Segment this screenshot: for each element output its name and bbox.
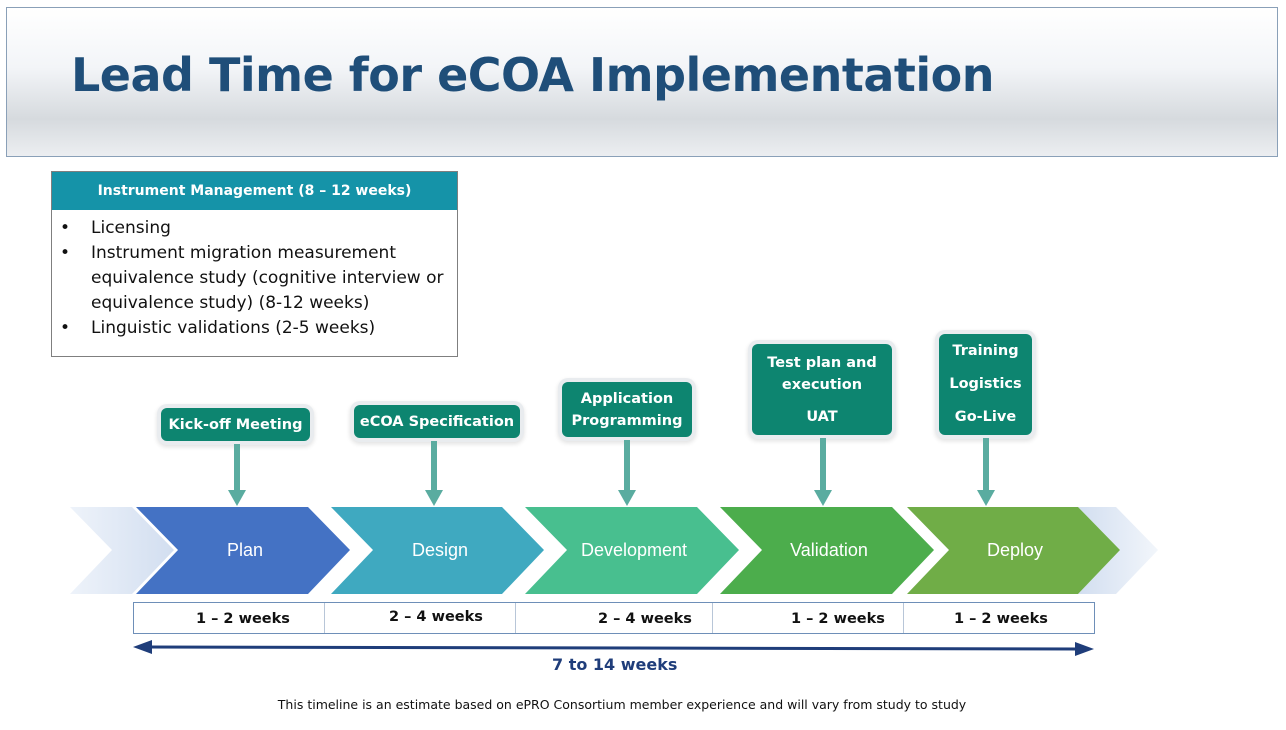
arrowhead-plan [228,490,246,506]
callout-ecoa-specification: eCOA Specification [354,405,520,438]
arrowhead-validation [814,490,832,506]
total-duration-arrow-right [1075,642,1094,656]
duration-cell: 1 – 2 weeks [904,603,1094,633]
callout-label: Logistics [949,376,1022,392]
duration-cell: 2 – 4 weeks [516,603,713,633]
callout-test-plan: Test plan and execution UAT [752,344,892,435]
connector-design [431,441,437,490]
duration-plan: 1 – 2 weeks [196,611,290,627]
connector-deploy [983,438,989,490]
instrument-management-header: Instrument Management (8 – 12 weeks) [52,172,457,210]
duration-cell: 2 – 4 weeks [325,603,516,633]
instrument-management-box: Instrument Management (8 – 12 weeks) Lic… [51,171,458,357]
connector-development [624,440,630,490]
callout-label: Test plan and [767,354,877,371]
list-item: Linguistic validations (2-5 weeks) [60,316,447,341]
page-title: Lead Time for eCOA Implementation [71,48,995,102]
callout-label: Kick-off Meeting [168,416,303,433]
duration-design: 2 – 4 weeks [389,609,483,625]
footnote: This timeline is an estimate based on eP… [277,697,967,712]
phase-label-plan: Plan [226,540,264,560]
callout-application-programming: Application Programming [562,382,692,437]
duration-cell: 1 – 2 weeks [134,603,325,633]
arrowhead-development [618,490,636,506]
callout-label: Go-Live [954,409,1017,425]
duration-deploy: 1 – 2 weeks [954,611,1048,627]
total-duration-arrow-line [145,645,1081,651]
callout-label: Application [580,390,674,407]
instrument-management-list: Licensing Instrument migration measureme… [52,216,457,341]
callout-label: UAT [806,408,838,425]
durations-table: 1 – 2 weeks 2 – 4 weeks 2 – 4 weeks 1 – … [133,602,1095,634]
title-banner: Lead Time for eCOA Implementation [6,7,1278,157]
callout-label: eCOA Specification [359,413,515,430]
list-item: Licensing [60,216,447,241]
duration-validation: 1 – 2 weeks [791,611,885,627]
phase-label-development: Development [580,540,688,560]
phase-label-validation: Validation [790,540,868,560]
connector-validation [820,438,826,490]
arrowhead-design [425,490,443,506]
chevron-lead-in [70,507,174,594]
list-item: Instrument migration measurement equival… [60,241,447,316]
total-duration-label: 7 to 14 weeks [552,655,678,674]
duration-cell: 1 – 2 weeks [713,603,904,633]
chevron-lead-out [1078,507,1158,594]
connector-plan [234,444,240,490]
callout-kickoff-meeting: Kick-off Meeting [161,408,310,441]
arrowhead-deploy [977,490,995,506]
callout-training-logistics-golive: Training Logistics Go-Live [939,334,1032,435]
phase-label-design: Design [411,540,469,560]
phase-label-deploy: Deploy [986,540,1044,560]
duration-development: 2 – 4 weeks [598,611,692,627]
callout-label: execution [781,376,863,393]
callout-label: Programming [571,412,683,429]
callout-label: Training [952,343,1019,359]
total-duration-arrow-left [133,640,152,654]
